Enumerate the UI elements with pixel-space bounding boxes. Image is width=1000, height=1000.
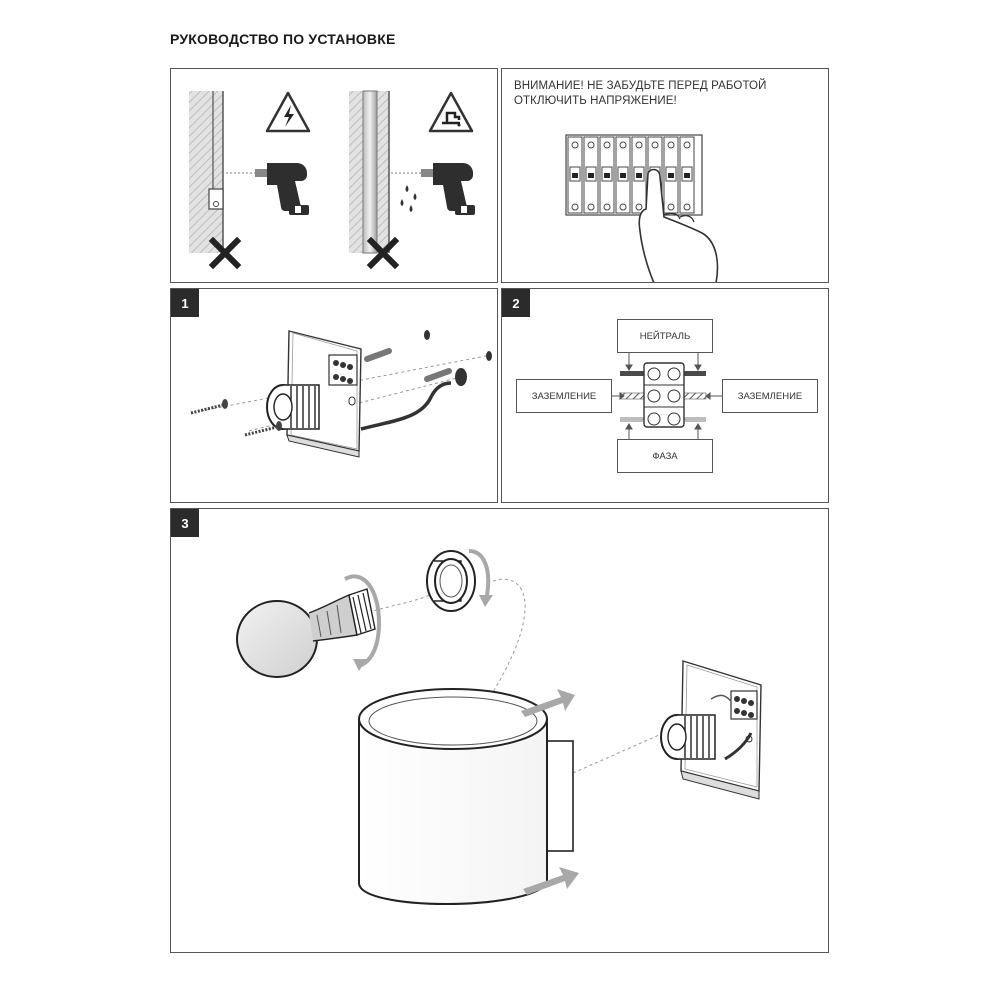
rotate-arrow-icon [344,574,382,671]
forbidden-cross-icon [208,236,242,270]
rotate-arrow-icon [468,549,493,607]
power-warning-line2: ОТКЛЮЧИТЬ НАПРЯЖЕНИЕ! [514,95,677,107]
wall-hole [424,330,430,340]
drill-icon [421,163,475,215]
ground-left-label-text: ЗАЗЕМЛЕНИЕ [531,390,597,402]
step1-badge: 1 [171,289,199,317]
wall-hole [486,351,492,361]
step2-panel: 2 НЕЙТРАЛЬ ЗАЗЕМЛЕНИЕ ЗАЗЕМЛ [501,288,829,503]
terminal-block [643,362,685,428]
ground-label-left: ЗАЗЕМЛЕНИЕ [516,379,612,413]
wiring-diagram [611,353,722,444]
high-voltage-warning-icon [265,91,311,133]
ground-label-right: ЗАЗЕМЛЕНИЕ [722,379,818,413]
power-warning-line1: ВНИМАНИЕ! НЕ ЗАБУДЬТЕ ПЕРЕД РАБОТОЙ [514,80,767,92]
forbidden-cross-icon [366,236,400,270]
terminal-block [328,354,358,386]
terminal-block [730,690,758,720]
lamp-socket [660,714,716,760]
phase-label-text: ФАЗА [652,450,678,462]
breaker-panel-illustration [565,134,719,282]
neutral-label: НЕЙТРАЛЬ [617,319,713,353]
step3-panel: 3 [170,508,829,953]
socket-ring [426,550,476,612]
phase-label: ФАЗА [617,439,713,473]
drill-warning-illustration [189,90,475,270]
ground-right-label-text: ЗАЗЕМЛЕНИЕ [737,390,803,402]
circuit-breaker-panel [565,134,703,216]
wall-plug-icon [424,368,452,382]
neutral-label-text: НЕЙТРАЛЬ [639,330,691,342]
hand-pointing-icon [638,168,719,282]
water-pipe-warning-icon [428,91,474,133]
step1-panel: 1 [170,288,498,503]
assembly-illustration [236,549,762,905]
junction-box [208,188,224,210]
power-warning-text: ВНИМАНИЕ! НЕ ЗАБУДЬТЕ ПЕРЕД РАБОТОЙ ОТКЛ… [514,79,766,109]
screw-icon [190,399,228,415]
direction-arrow-icon [521,689,575,717]
drill-icon [255,163,309,215]
wall-plug-icon [364,348,392,362]
water-drops [400,185,417,212]
page-title: РУКОВОДСТВО ПО УСТАНОВКЕ [170,31,396,47]
power-cable [724,732,753,761]
power-off-warning-panel: ВНИМАНИЕ! НЕ ЗАБУДЬТЕ ПЕРЕД РАБОТОЙ ОТКЛ… [501,68,829,283]
wall-section [189,91,223,253]
cable-entry [455,368,467,386]
lamp-housing [358,688,574,905]
drill-warning-panel [170,68,498,283]
power-cable [360,381,452,431]
water-pipe [362,90,378,254]
mounting-plate-illustration [190,330,492,458]
step3-badge: 3 [171,509,199,537]
screw-icon [244,421,282,437]
lamp-socket [266,384,320,430]
direction-arrow-icon [523,867,579,895]
light-bulb [236,588,376,678]
step2-badge: 2 [502,289,530,317]
